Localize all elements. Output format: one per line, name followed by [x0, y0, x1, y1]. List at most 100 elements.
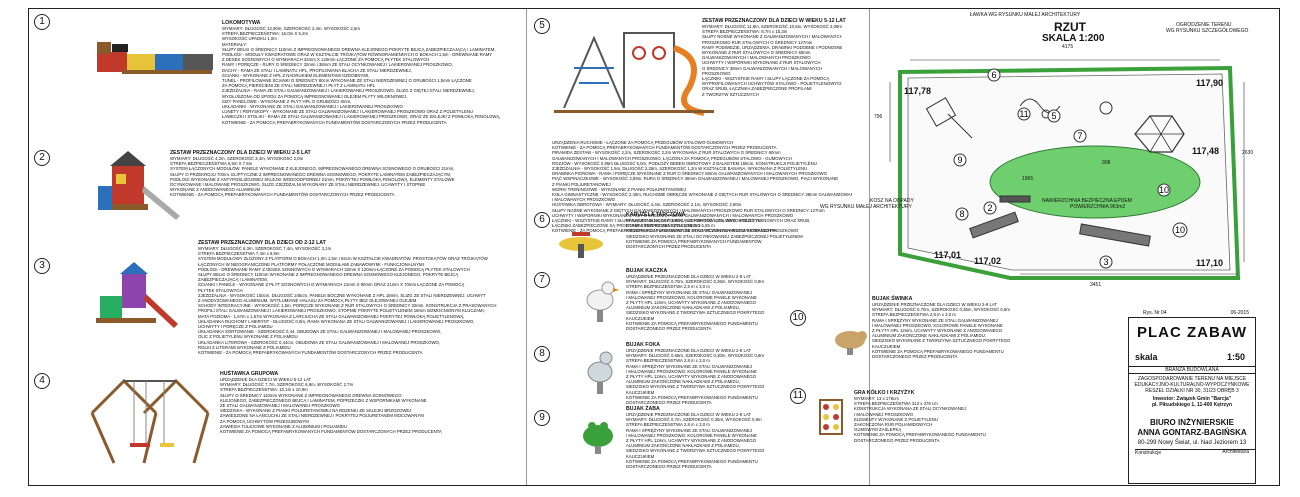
- spec-line: STREFA BEZPIECZEŃSTWA 2,8 m x 3,0 m: [626, 358, 710, 364]
- spec-line: GALWANIZOWANYCH I MALOWANYCH PROSZKOWO: [702, 55, 811, 61]
- spec-line: KOTWIENIE - ZA POMOCĄ PREFABRYKOWANYCH F…: [198, 350, 423, 356]
- spec-line: RAMY PODWIEZIE, URZĄDZENIA, DRABINKI POD…: [702, 44, 842, 50]
- office-name: BIURO INŻYNIERSKIE: [1149, 418, 1234, 427]
- dim-left: 796: [874, 114, 883, 120]
- spec-line: SIEDZISKO WYKONANE Z TWORZYWA SZTUCZNEGO…: [626, 310, 765, 316]
- spec-line: ZAWIESIA TULEJOWE WYKONANE Z ALUMINIUM I…: [220, 423, 348, 429]
- column-divider: [526, 9, 527, 485]
- climbing-frame-illustration: [554, 32, 714, 116]
- spec-line: KONSTRUKCJA WYKONANA ZE STALI OCYNKOWANE…: [854, 406, 966, 412]
- spec-line: WYKONANE Z RUR STALOWYCH O ŚREDNICY 60mm: [702, 50, 811, 56]
- spec-line: WYMIARY: DŁUGOŚĆ 4,2m, SZEROKOŚĆ 3,4m, W…: [170, 156, 304, 161]
- spec-line: URZĄDZENIA RUCHOME - ŁĄCZONE ZA POMOCĄ P…: [552, 140, 734, 145]
- spec-line: RAMA I SPRĘŻYNY WYKONANE ZE STALI GALWAN…: [626, 363, 752, 369]
- spec-line: Z DESEK SOSNOWYCH O WYMIARACH 32mm X 120…: [222, 57, 430, 63]
- spec-line: I MALOWANEJ PROSZKOWO, KOLOROWE PANELE W…: [872, 322, 1003, 328]
- spec-line: STREFA BEZPIECZEŃSTWA 2,8 m x 3,0 m: [872, 312, 956, 318]
- item-number: 11: [790, 388, 806, 404]
- plan-scale: SKALA 1:200: [1042, 33, 1105, 44]
- item-number: 10: [790, 310, 806, 326]
- dim-bottom: 3451: [1090, 282, 1102, 288]
- spec-line: URZĄDZENIE DLA DZIECI W WIEKU 5-12 LAT: [220, 377, 312, 382]
- spec-line: PROSZKOWO: [702, 70, 731, 76]
- spec-line: WYMIARY: DŁUGOŚĆ 0,70m, SZEROKOŚĆ 0,36m,…: [872, 307, 1010, 313]
- spec-line: SYSTEM MODUŁOWY ZŁOŻONY Z PLATFORM O BOK…: [198, 256, 488, 262]
- spec-line: Z TWORZYW SZTUCZNYCH: [702, 91, 759, 97]
- item-number: 6: [534, 212, 550, 228]
- item-title: ZESTAW PRZEZNACZONY DLA DZIECI W WIEKU 5…: [702, 18, 846, 24]
- spec-line: UCHWYTY I PORĘCZE Z POLIAMIDU: [198, 324, 273, 330]
- spec-line: I MALOWANYCH PROSZKOWO: [552, 197, 616, 203]
- item-number: 9: [534, 410, 550, 426]
- spec-line: STREFA BEZPIECZEŃSTWA: 16,0m X 5,2m: [222, 31, 309, 37]
- elevation-label: 117,02: [974, 256, 1002, 266]
- playset-large-illustration: [96, 262, 178, 328]
- spec-line: ŁĄCZNIKI ZABEZPIECZONE SĄ PROFILAMI Z TW…: [552, 223, 701, 229]
- spec-line: OCYNKOWANE I MALOWANE PROSZKOWO, ŚLIZG Z…: [170, 182, 426, 188]
- spec-line: ALUMINIUM ZAKOŃCZONE NAKŁADKAMI Z POLIAM…: [626, 443, 740, 449]
- spec-line: KOTWIENIE - ZA POMOCĄ PREFABRYKOWANYCH F…: [170, 192, 395, 198]
- spec-line: OLIC Z POLIETYLENU WYKONANE Z POLIAMIDU: [198, 334, 298, 340]
- spec-line: PIRAMIDA ZESTAW - WYSOKOŚĆ 2,2m, SZEROKO…: [552, 150, 781, 156]
- item-number: 7: [534, 272, 550, 288]
- spec-line: ZJEŻDŻALNIA - RAMA ZE STALI GALWANIZOWAN…: [222, 88, 475, 94]
- scale-label: skala: [1135, 352, 1158, 362]
- elevation-label: 117,10: [1196, 258, 1224, 268]
- spec-line: GUMOWYM ZAŚLEPKĄ: [854, 427, 902, 433]
- spec-line: ELEMENTY WYKONANE Z POLIETYLENU: [854, 416, 938, 422]
- spec-line: DOSTARCZONEGO PRZEZ PRODUCENTA: [854, 437, 940, 443]
- duck-rocker-illustration: [586, 281, 619, 322]
- col-label: Konstrukcje: [1135, 449, 1255, 456]
- spec-line: MATA POZIOMA - 1,67m x 1,67m WYKONANA Z …: [198, 313, 465, 319]
- spec-line: STREFA BEZPIECZEŃSTWA 313 x 378 cm: [854, 401, 938, 407]
- spec-line: WYGŁUSZONA OD SPODU ZA POMOCĄ IMPREGNOWA…: [222, 93, 408, 99]
- dim-top: 4175: [1062, 44, 1074, 50]
- spec-line: SIEDZISKO WYKONANE ZE STALI OCYNKOWANEJ …: [626, 233, 803, 239]
- spec-line: PROFILI STALI GALWANIZOWANEJ I LAKIEROWA…: [198, 308, 485, 314]
- dim-mid: 908: [1102, 160, 1111, 166]
- plan-marker: 10: [1159, 185, 1169, 195]
- investor-line: pl. Piłsudskiego 1, 11-400 Kętrzyn: [1151, 402, 1233, 408]
- spec-line: RAMA I SPRĘŻYNY WYKONANE ZE STALI GALWAN…: [626, 289, 752, 295]
- plan-marker: 6: [991, 70, 996, 80]
- spec-line: WYMIARY: DŁUGOŚĆ 13,90m, SZEROKOŚĆ 2,4m,…: [222, 26, 360, 31]
- spec-line: PODŁOGI - MODUŁY KWADRATOWE ORAZ W KSZTA…: [222, 52, 493, 58]
- office-owner: ANNA GONTARZ-BAGIŃSKA: [1137, 428, 1247, 437]
- spec-line: DOSTARCZONYCH PRZEZ PRODUCENTA: [626, 244, 712, 250]
- spec-line: KOTWIENIE - ZA POMOCĄ PREFABRYKOWANYCH F…: [552, 145, 777, 151]
- spec-line: WYMIARY: DŁUGOŚĆ 1,80m, SZEROKOŚĆ 1,2m, …: [626, 218, 762, 223]
- item-title: HUŚTAWKA GRUPOWA: [220, 371, 279, 377]
- bin-label-2: WG RYSUNKU MAŁEJ ARCHITEKTURY: [820, 204, 912, 210]
- item-number: 2: [34, 150, 50, 166]
- spec-line: SŁUPY O ŚREDNICY 110mm WYKONANE Z IMPREG…: [220, 392, 402, 398]
- spec-line: ZE STALI GALWANIZOWANEJ I MALOWANEJ PROS…: [220, 403, 340, 409]
- spec-line: KOTWIENIE ZA POMOCĄ PREFABRYKOWANYCH FUN…: [220, 429, 442, 435]
- item-number: 3: [34, 258, 50, 274]
- group-swing-illustration: [90, 378, 210, 464]
- spec-line: TUNEL - PROFILOWANE ŚCIANKI O ŚREDNICY 8…: [222, 78, 472, 84]
- spec-line: KOTWIENIE ZA POMOCĄ PREFABRYKOWANEGO FUN…: [626, 320, 758, 326]
- field-label: NAWIERZCHNIA BEZPIECZNA EPDEM: [1042, 198, 1132, 204]
- spec-line: STREFA BEZPIECZEŃSTWA 5,5m X 7,5m: [170, 161, 253, 167]
- tic-tac-toe-illustration: [819, 399, 843, 435]
- item-number: 5: [534, 18, 550, 34]
- spec-line: SIZY PANELOWE - WYKONANE Z PŁYT HPL O GR…: [222, 98, 352, 104]
- item-title: ZESTAW PRZEZNACZONY DLA DZIECI W WIEKU 2…: [170, 150, 311, 156]
- spec-line: DOSTARCZONEGO PRZEZ PRODUCENTA: [626, 464, 712, 470]
- spec-line: WYMIARY: DŁUGOŚĆ 0,70m, SZEROKOŚĆ 0,36m,…: [626, 279, 764, 285]
- spec-line: KOTWIENIE - ZA POMOCĄ PREFABRYKOWANYCH F…: [552, 228, 777, 234]
- spec-line: WYMIARY: DŁUGOŚĆ 0,65m, SZEROKOŚĆ 0,30m,…: [626, 353, 764, 359]
- item-title: BUJAK KACZKA: [626, 268, 668, 274]
- spec-line: ZABEZPIECZAJĄCĄ I LAMINATEM,: [198, 277, 268, 283]
- investor-line: Inwestor: Związek Gmin "Barcja": [1152, 396, 1232, 402]
- spec-line: URZĄDZENIE PRZEZNACZONE DLA DZIECI W WIE…: [872, 302, 998, 307]
- spec-line: STREFA BEZPIECZEŃSTWA 7,4m x 8,9m: [198, 251, 280, 257]
- spec-line: SŁUPY NOŚNE WYKONANE Z GIĘTYCH GALWANIZO…: [552, 207, 825, 213]
- spec-line: LUNETY I PERYSKOPY - WYKONANE ZE STALI G…: [222, 109, 474, 115]
- fence-label: OGRODZENIE TERENU: [1176, 22, 1232, 28]
- spec-line: PŁYTEK STALOWYCH: [198, 287, 243, 293]
- project-title: PLAC ZABAW: [1137, 324, 1247, 341]
- spec-line: DACHY - RAMA ZE STALI I LAMINATU HPL, PR…: [222, 67, 412, 73]
- spec-line: Z PIANKI POLIURETANOWEJ: [552, 181, 611, 187]
- spec-line: ALUMINIUM ZAKOŃCZONE NAKŁADKAMI Z POLIAM…: [626, 305, 740, 311]
